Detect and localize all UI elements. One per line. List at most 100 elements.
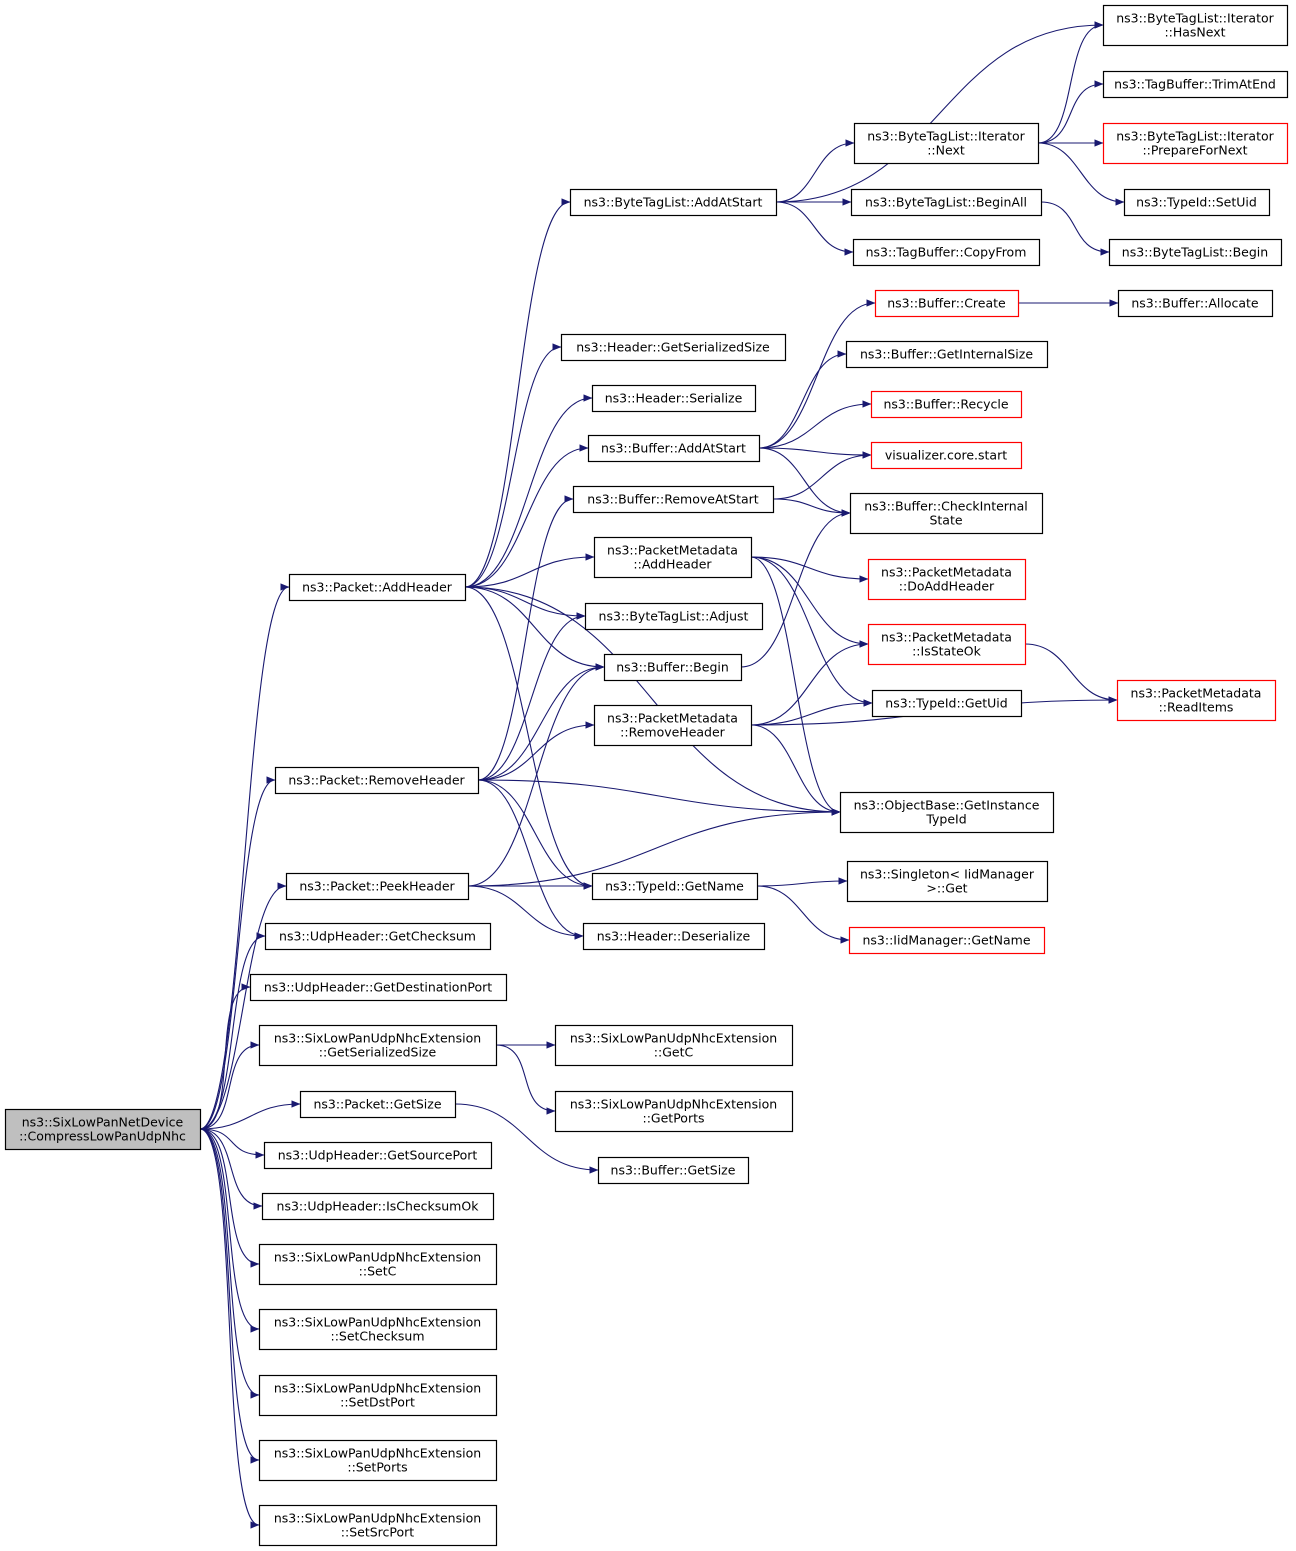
node-box (554, 1090, 794, 1133)
node-box (560, 333, 787, 362)
node-typeid-setuid[interactable]: ns3::TypeId::SetUid (1123, 188, 1271, 217)
node-label: ::IsStateOk (912, 644, 982, 659)
node-btl-adjust[interactable]: ns3::ByteTagList::Adjust (584, 602, 764, 631)
node-udp-getdstport[interactable]: ns3::UdpHeader::GetDestinationPort (249, 973, 508, 1002)
node-label: ns3::PacketMetadata (881, 630, 1012, 645)
node-buf-getinternalsize[interactable]: ns3::Buffer::GetInternalSize (845, 340, 1049, 369)
node-box (582, 922, 766, 951)
node-viz-start[interactable]: visualizer.core.start (870, 441, 1023, 470)
call-edge-btl_addatstart-to-iter_hasnext (775, 21, 1104, 203)
node-label: ns3::SixLowPanUdpNhcExtension (570, 1097, 777, 1112)
node-btl-addatstart[interactable]: ns3::ByteTagList::AddAtStart (569, 188, 778, 217)
node-iter-preparefornext[interactable]: ns3::ByteTagList::Iterator::PrepareForNe… (1102, 122, 1289, 165)
node-box (258, 1243, 498, 1286)
node-box (852, 238, 1041, 267)
node-label: ns3::Header::GetSerializedSize (576, 340, 770, 355)
call-nodes: ns3::SixLowPanNetDevice::CompressLowPanU… (4, 4, 1289, 1547)
node-box (572, 485, 775, 514)
call-edge-root-to-ext_setports (199, 1128, 260, 1464)
node-pm-readitems[interactable]: ns3::PacketMetadata::ReadItems (1116, 679, 1277, 722)
call-edge-buf_addatstart-to-buf_getinternalsize (758, 350, 847, 449)
call-edge-iter_next-to-typeid_setuid (1037, 142, 1125, 206)
call-edge-buf_addatstart-to-buf_recycle (758, 400, 872, 449)
node-box (264, 922, 492, 951)
node-udp-ischecksumok[interactable]: ns3::UdpHeader::IsChecksumOk (261, 1192, 495, 1221)
call-edge-iter_next-to-iter_hasnext (1037, 21, 1104, 144)
call-edge-peekheader-to-buf_begin (467, 663, 605, 887)
node-ext-setchecksum[interactable]: ns3::SixLowPanUdpNhcExtension::SetChecks… (258, 1308, 498, 1351)
node-buf-create[interactable]: ns3::Buffer::Create (874, 289, 1020, 318)
node-buf-getsize[interactable]: ns3::Buffer::GetSize (597, 1156, 750, 1185)
node-pm-doaddheader[interactable]: ns3::PacketMetadata::DoAddHeader (867, 558, 1027, 601)
node-ext-getc[interactable]: ns3::SixLowPanUdpNhcExtension::GetC (554, 1024, 794, 1067)
node-buf-addatstart[interactable]: ns3::Buffer::AddAtStart (587, 434, 761, 463)
node-label: ::GetC (654, 1045, 694, 1060)
node-hdr-serialize[interactable]: ns3::Header::Serialize (591, 384, 757, 413)
node-label: ns3::SixLowPanUdpNhcExtension (570, 1031, 777, 1046)
call-edge-pm_addheader-to-pm_doaddheader (750, 556, 869, 583)
node-ext-setdstport[interactable]: ns3::SixLowPanUdpNhcExtension::SetDstPor… (258, 1374, 498, 1417)
node-buf-recycle[interactable]: ns3::Buffer::Recycle (870, 390, 1023, 419)
node-ext-getports[interactable]: ns3::SixLowPanUdpNhcExtension::GetPorts (554, 1090, 794, 1133)
node-udp-getchecksum[interactable]: ns3::UdpHeader::GetChecksum (264, 922, 492, 951)
node-buf-begin[interactable]: ns3::Buffer::Begin (603, 653, 743, 682)
node-label: ::SetPorts (347, 1460, 407, 1475)
node-label: ns3::Packet::PeekHeader (299, 879, 455, 894)
node-box (871, 689, 1023, 718)
call-edge-peekheader-to-ob_getinstancetypeid (467, 808, 841, 887)
node-tb-copyfrom[interactable]: ns3::TagBuffer::CopyFrom (852, 238, 1041, 267)
node-iter-hasnext[interactable]: ns3::ByteTagList::Iterator::HasNext (1102, 4, 1289, 47)
node-label: ::AddHeader (633, 557, 712, 572)
node-singleton-get[interactable]: ns3::Singleton< IidManager>::Get (846, 860, 1049, 903)
node-box (867, 558, 1027, 601)
node-box (285, 872, 470, 901)
node-box (258, 1439, 498, 1482)
call-edge-btl_beginall-to-btl_begin (1040, 201, 1110, 256)
node-label: ::SetDstPort (340, 1395, 415, 1410)
node-label: ns3::SixLowPanUdpNhcExtension (274, 1381, 481, 1396)
node-hdr-getsersize[interactable]: ns3::Header::GetSerializedSize (560, 333, 787, 362)
node-label: ns3::Buffer::Create (887, 296, 1006, 311)
node-label: ns3::TypeId::GetName (605, 879, 744, 894)
node-peekheader[interactable]: ns3::Packet::PeekHeader (285, 872, 470, 901)
node-pm-isstateok[interactable]: ns3::PacketMetadata::IsStateOk (867, 623, 1027, 666)
node-ext-getsersize[interactable]: ns3::SixLowPanUdpNhcExtension::GetSerial… (258, 1024, 498, 1067)
node-label: ::GetSerializedSize (319, 1045, 437, 1060)
node-label: ::SetChecksum (330, 1329, 424, 1344)
node-box (258, 1024, 498, 1067)
node-pm-addheader[interactable]: ns3::PacketMetadata::AddHeader (593, 536, 753, 579)
node-label: ns3::PacketMetadata (607, 543, 738, 558)
node-packet-getsize[interactable]: ns3::Packet::GetSize (299, 1090, 457, 1119)
node-btl-begin[interactable]: ns3::ByteTagList::Begin (1108, 238, 1283, 267)
node-label: ::ReadItems (1159, 700, 1234, 715)
node-box (1116, 679, 1277, 722)
node-buf-allocate[interactable]: ns3::Buffer::Allocate (1117, 289, 1274, 318)
node-typeid-getname[interactable]: ns3::TypeId::GetName (591, 872, 759, 901)
node-tb-trimatend[interactable]: ns3::TagBuffer::TrimAtEnd (1102, 70, 1289, 99)
node-label: ns3::Header::Serialize (605, 391, 743, 406)
node-buf-removeatstart[interactable]: ns3::Buffer::RemoveAtStart (572, 485, 775, 514)
call-edge-addheader-to-hdr_serialize (464, 394, 593, 588)
node-removeheader[interactable]: ns3::Packet::RemoveHeader (274, 766, 480, 795)
node-root[interactable]: ns3::SixLowPanNetDevice::CompressLowPanU… (4, 1108, 202, 1151)
node-udp-getsrcport[interactable]: ns3::UdpHeader::GetSourcePort (263, 1141, 493, 1170)
node-iid-getname[interactable]: ns3::IidManager::GetName (848, 926, 1046, 955)
call-edge-buf_removeatstart-to-viz_start (772, 451, 872, 500)
node-addheader[interactable]: ns3::Packet::AddHeader (288, 573, 467, 602)
node-label: ns3::TypeId::SetUid (1136, 195, 1257, 210)
call-edge-root-to-ext_getsersize (199, 1041, 260, 1130)
node-hdr-deserialize[interactable]: ns3::Header::Deserialize (582, 922, 766, 951)
node-label: ns3::Singleton< IidManager (860, 867, 1035, 882)
node-iter-next[interactable]: ns3::ByteTagList::Iterator::Next (853, 122, 1040, 165)
call-edges (199, 21, 1125, 1529)
node-typeid-getuid[interactable]: ns3::TypeId::GetUid (871, 689, 1023, 718)
node-pm-removeheader[interactable]: ns3::PacketMetadata::RemoveHeader (593, 704, 753, 747)
call-edge-root-to-ext_setsrcport (199, 1128, 260, 1529)
node-ext-setports[interactable]: ns3::SixLowPanUdpNhcExtension::SetPorts (258, 1439, 498, 1482)
call-edge-typeid_getname-to-iid_getname (756, 885, 850, 944)
node-btl-beginall[interactable]: ns3::ByteTagList::BeginAll (850, 188, 1043, 217)
node-ext-setc[interactable]: ns3::SixLowPanUdpNhcExtension::SetC (258, 1243, 498, 1286)
node-ext-setsrcport[interactable]: ns3::SixLowPanUdpNhcExtension::SetSrcPor… (258, 1504, 498, 1547)
